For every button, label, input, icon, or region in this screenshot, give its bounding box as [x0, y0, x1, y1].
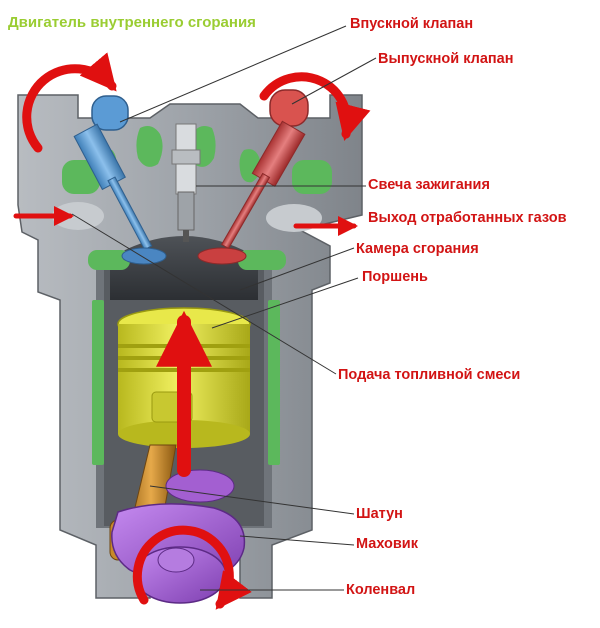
crank-rotation-arrow: [132, 525, 252, 610]
label-exhaust-valve: Выпускной клапан: [378, 51, 514, 67]
label-piston: Поршень: [362, 269, 428, 285]
rotation-arrows: [22, 52, 371, 610]
exhaust-cam-rotation-arrow: [259, 72, 371, 141]
spark-plug: [171, 123, 201, 242]
crankshaft: [111, 469, 246, 604]
label-combustion-chamber: Камера сгорания: [356, 241, 479, 257]
flow-arrows: [13, 206, 358, 477]
label-exhaust-outlet: Выход отработанных газов: [368, 210, 567, 226]
exhaust-valve: [197, 89, 309, 265]
intake-cam-rotation-arrow: [22, 52, 117, 153]
label-spark-plug: Свеча зажигания: [368, 177, 490, 193]
leader-lines: [71, 25, 377, 591]
label-fuel-supply: Подача топливной смеси: [338, 367, 521, 383]
label-crankshaft: Коленвал: [346, 582, 416, 598]
intake-valve: [73, 95, 167, 265]
label-intake-valve: Впускной клапан: [350, 16, 474, 32]
label-flywheel: Маховик: [356, 536, 418, 552]
coolant-channels: [62, 126, 332, 465]
label-connecting-rod: Шатун: [356, 506, 403, 522]
diagram-title: Двигатель внутреннего сгорания: [8, 14, 256, 31]
